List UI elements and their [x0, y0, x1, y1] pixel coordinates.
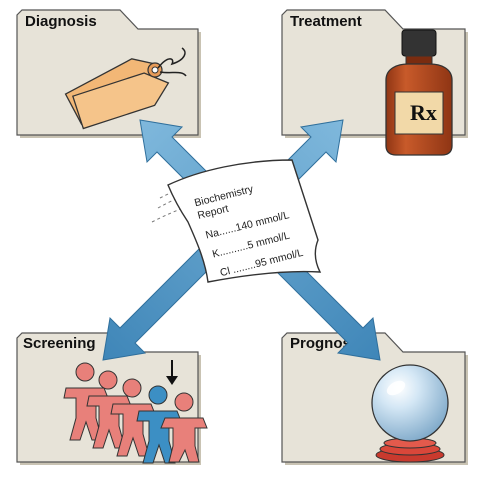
crystal-ball-icon [371, 364, 449, 463]
people-icon [63, 360, 208, 464]
medicine-bottle-icon: Rx [385, 29, 453, 156]
screening-label: Screening [23, 335, 96, 352]
diagnosis-label: Diagnosis [25, 13, 97, 30]
rx-label: Rx [410, 100, 437, 125]
person-pink-2 [86, 370, 132, 449]
biochemistry-report: Biochemistry Report Na......140 mmol/L K… [151, 159, 322, 283]
person-pink-4 [160, 392, 208, 463]
down-arrow-icon [166, 360, 178, 385]
treatment-label: Treatment [290, 13, 362, 30]
tags-icon [64, 47, 187, 130]
